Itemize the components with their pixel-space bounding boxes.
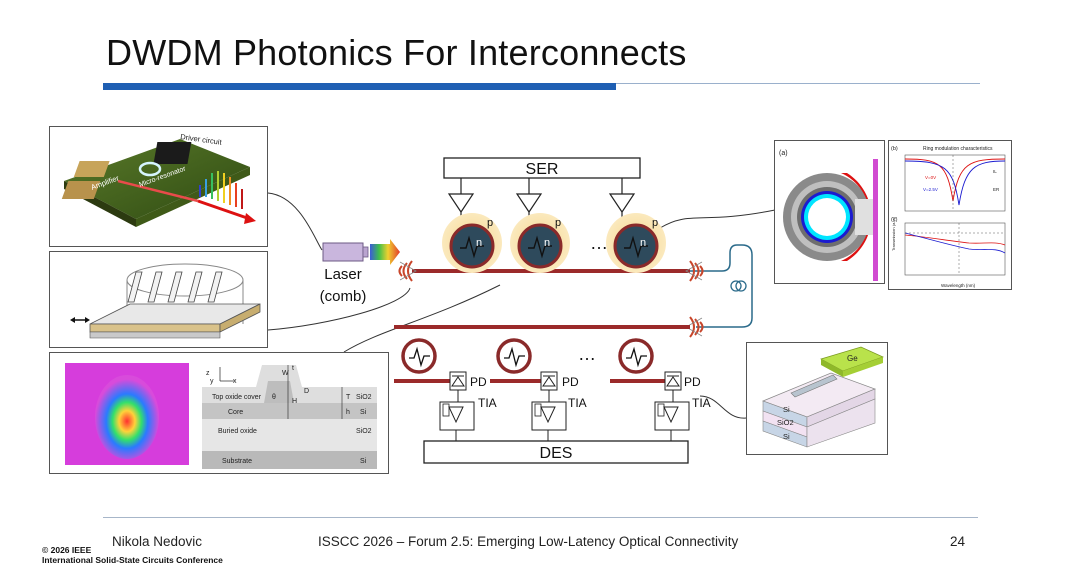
svg-text:θ: θ bbox=[272, 394, 276, 401]
tx-modulator-3: p n bbox=[606, 178, 666, 273]
svg-text:IL: IL bbox=[993, 169, 997, 174]
svg-text:h: h bbox=[346, 409, 350, 416]
fiber-coil bbox=[730, 280, 742, 292]
svg-text:Core: Core bbox=[228, 409, 243, 416]
ring-resonator-3d bbox=[49, 251, 268, 348]
svg-text:Wavelength (nm): Wavelength (nm) bbox=[941, 283, 976, 288]
rx-chain-2: PD TIA bbox=[531, 371, 587, 441]
footer-copyright: © 2026 IEEE bbox=[42, 545, 92, 555]
svg-text:D: D bbox=[304, 388, 309, 395]
svg-text:V=0V: V=0V bbox=[925, 175, 936, 180]
fiber-link bbox=[696, 244, 753, 328]
tx-bus-tail bbox=[690, 244, 742, 272]
svg-text:p: p bbox=[652, 217, 658, 229]
svg-text:PD: PD bbox=[470, 375, 487, 389]
link-waveguide-to-bus bbox=[343, 284, 501, 353]
laser-box bbox=[322, 242, 364, 262]
svg-text:SiO2: SiO2 bbox=[356, 394, 372, 401]
photodetector-figure: Ge Si SiO2 Si bbox=[746, 342, 888, 455]
laser-label: Laser bbox=[324, 266, 362, 283]
rx-ring-1 bbox=[394, 338, 460, 383]
footer-conference: International Solid-State Circuits Confe… bbox=[42, 555, 223, 565]
ring-modulation-plots: (b) Ring modulation characteristics V=0V… bbox=[888, 140, 1012, 290]
svg-text:Si: Si bbox=[360, 458, 367, 465]
svg-text:Si: Si bbox=[360, 409, 367, 416]
svg-text:PD: PD bbox=[562, 375, 579, 389]
svg-text:p: p bbox=[487, 217, 493, 229]
svg-text:x: x bbox=[233, 378, 237, 385]
svg-text:TIA: TIA bbox=[478, 396, 497, 410]
laser-sub-label: (comb) bbox=[320, 288, 367, 305]
svg-text:y: y bbox=[210, 378, 214, 385]
svg-text:n: n bbox=[544, 237, 550, 249]
svg-text:H: H bbox=[292, 398, 297, 405]
svg-text:n: n bbox=[476, 237, 482, 249]
svg-text:Ring modulation characteristic: Ring modulation characteristics bbox=[923, 146, 993, 152]
svg-text:t: t bbox=[292, 365, 294, 372]
ser-block bbox=[443, 157, 641, 179]
svg-text:Ge: Ge bbox=[847, 354, 858, 363]
svg-text:p: p bbox=[555, 217, 561, 229]
grating-coupler-laser-in bbox=[398, 260, 417, 282]
ser-label: SER bbox=[526, 161, 559, 178]
link-modulator-to-plot bbox=[659, 209, 776, 229]
svg-text:(a): (a) bbox=[779, 150, 788, 157]
slide-title: DWDM Photonics For Interconnects bbox=[106, 32, 687, 73]
title-underline bbox=[103, 83, 616, 90]
link-ring-to-laser bbox=[267, 287, 411, 331]
footer-rule bbox=[103, 517, 978, 518]
svg-text:TIA: TIA bbox=[568, 396, 587, 410]
des-label: DES bbox=[540, 445, 573, 462]
rx-chain-3: PD TIA bbox=[654, 371, 711, 441]
svg-text:Buried oxide: Buried oxide bbox=[218, 428, 257, 435]
tx-ellipsis: … bbox=[590, 233, 608, 253]
svg-text:n: n bbox=[640, 237, 646, 249]
svg-text:Si: Si bbox=[783, 432, 790, 441]
svg-text:z: z bbox=[206, 370, 210, 377]
svg-text:V=2.5V: V=2.5V bbox=[923, 187, 938, 192]
svg-text:Top oxide cover: Top oxide cover bbox=[212, 394, 262, 401]
comb-laser-photo: Driver circuit Amplifier Micro-resonator… bbox=[49, 126, 268, 247]
svg-text:SiO2: SiO2 bbox=[356, 428, 372, 435]
link-pd-to-photo bbox=[699, 395, 747, 419]
svg-text:ER: ER bbox=[993, 187, 1000, 192]
tx-modulator-2: p n bbox=[510, 178, 570, 273]
footer-event: ISSCC 2026 – Forum 2.5: Emerging Low-Lat… bbox=[318, 534, 739, 549]
svg-text:T: T bbox=[346, 394, 351, 401]
footer-page-number: 24 bbox=[950, 534, 966, 549]
svg-text:TIA: TIA bbox=[692, 396, 711, 410]
svg-text:Si: Si bbox=[783, 405, 790, 414]
rx-chain-1: PD TIA bbox=[439, 371, 497, 441]
grating-coupler-tx-out bbox=[685, 260, 704, 282]
svg-text:(b): (b) bbox=[891, 146, 898, 152]
svg-text:SiO2: SiO2 bbox=[777, 418, 794, 427]
svg-text:(c): (c) bbox=[891, 217, 898, 223]
des-block bbox=[423, 440, 689, 464]
svg-text:Substrate: Substrate bbox=[222, 458, 252, 465]
svg-text:W: W bbox=[282, 370, 289, 377]
rx-ellipsis: … bbox=[578, 344, 596, 364]
ring-modulator-figure: (a) bbox=[774, 140, 885, 284]
svg-text:Transmission (a.u.): Transmission (a.u.) bbox=[891, 216, 896, 251]
footer-presenter: Nikola Nedovic bbox=[112, 534, 203, 549]
svg-text:PD: PD bbox=[684, 375, 701, 389]
waveguide-cross-section: y z x Top oxide cover SiO2 Core Si Burie… bbox=[49, 352, 389, 474]
tx-modulator-1: p n bbox=[442, 178, 502, 273]
laser-output-arrow bbox=[370, 239, 400, 265]
link-comb-to-laser bbox=[267, 192, 323, 251]
title-rule bbox=[616, 83, 980, 84]
